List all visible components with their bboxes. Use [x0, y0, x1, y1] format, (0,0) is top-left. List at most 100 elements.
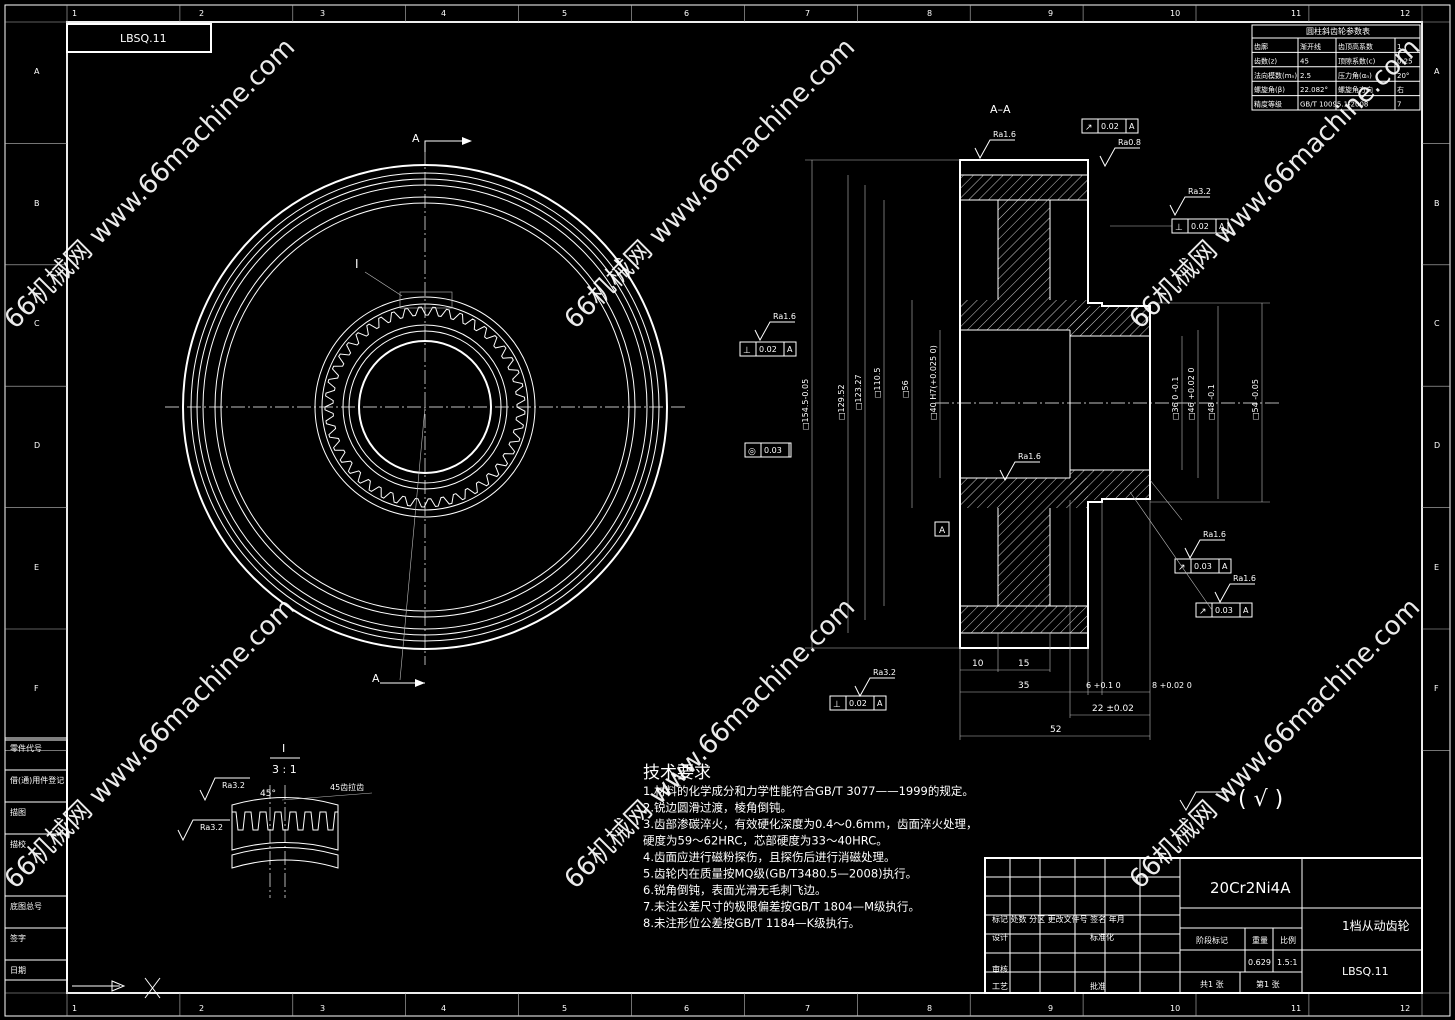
left-strip-label: 借(通)用件登记: [10, 775, 64, 785]
grid-col-bottom: 9: [1048, 1004, 1053, 1013]
grid-row-right: A: [1434, 67, 1440, 76]
drawing-number-title: LBSQ.11: [1342, 965, 1389, 978]
roughness-value: Ra1.6: [1203, 530, 1226, 539]
watermark-text: 66机械网 www.66machine.com: [0, 33, 301, 335]
param-cell: 压力角(αₙ): [1338, 71, 1372, 80]
grid-col-top: 12: [1400, 9, 1410, 18]
dim-15: 15: [1018, 659, 1029, 669]
grid-col-top: 11: [1291, 9, 1301, 18]
vertical-dimension: □54 -0.05: [1251, 379, 1260, 420]
detail-scale: 3 : 1: [272, 763, 297, 776]
param-cell: 22.082°: [1300, 86, 1328, 94]
grid-row-left: D: [34, 441, 40, 450]
grid-col-top: 1: [72, 9, 77, 18]
grid-row-left: A: [34, 67, 40, 76]
design-label: 设计: [992, 932, 1008, 942]
param-cell: 1: [1397, 43, 1401, 51]
param-cell: GB/T 10095.1-2008: [1300, 101, 1368, 109]
detail-note: 45齿拉齿: [330, 782, 364, 792]
detail-view: I 3 : 1 45° 45齿拉齿 Ra3.2 Ra3.2: [177, 742, 373, 898]
grid-col-bottom: 8: [927, 1004, 932, 1013]
tech-requirement-item: 5.齿轮内在质量按MQ级(GB/T3480.5—2008)执行。: [643, 867, 917, 881]
grid-col-bottom: 11: [1291, 1004, 1301, 1013]
dim-52: 52: [1050, 725, 1061, 735]
vertical-dimension: □40 H7(+0.025 0): [929, 345, 938, 420]
tolerance-value: 0.03: [1215, 606, 1233, 615]
param-cell: 法向模数(mₙ): [1254, 71, 1297, 80]
standardize-label: 标准化: [1090, 932, 1114, 942]
overall-roughness: ( √ ): [1179, 787, 1283, 812]
material: 20Cr2Ni4A: [1210, 879, 1291, 897]
tolerance-value: 0.03: [1194, 562, 1212, 571]
dim-22: 22 ±0.02: [1092, 704, 1134, 714]
roughness-value: Ra1.6: [1233, 574, 1256, 583]
grid-row-right: D: [1434, 441, 1440, 450]
left-strip-label: 日期: [10, 966, 26, 975]
dim-6: 6 +0.1 0: [1086, 681, 1121, 690]
grid-col-bottom: 1: [72, 1004, 77, 1013]
grid-row-left: E: [34, 563, 39, 572]
grid-col-top: 10: [1170, 9, 1180, 18]
vertical-dimension: □46 +0.02 0: [1187, 368, 1196, 420]
scale-label: 比例: [1280, 935, 1296, 945]
sheets-total: 共1 张: [1200, 980, 1224, 989]
grid-col-bottom: 12: [1400, 1004, 1410, 1013]
param-cell: 顶隙系数(c): [1338, 56, 1376, 65]
vertical-dimension: □129.52: [837, 384, 846, 420]
grid-col-bottom: 5: [562, 1004, 567, 1013]
tolerance-symbol: ◎: [748, 447, 756, 457]
review-label: 审核: [992, 964, 1008, 974]
detail-angle: 45°: [260, 789, 276, 799]
roughness-value: Ra1.6: [773, 312, 796, 321]
param-cell: 精度等级: [1254, 100, 1282, 109]
vertical-dimension: □36 0 -0.1: [1171, 376, 1180, 420]
stage-mark-label: 阶段标记: [1196, 935, 1228, 945]
tolerance-value: 0.02: [849, 699, 867, 708]
tech-title: 技术要求: [643, 763, 711, 783]
datum-ref: A: [1222, 562, 1228, 571]
tech-requirement-item: 硬度为59～62HRC，芯部硬度为33～40HRC。: [643, 834, 888, 848]
grid-col-bottom: 4: [441, 1004, 446, 1013]
tolerance-symbol: ↗: [1178, 563, 1186, 573]
grid-col-top: 2: [199, 9, 204, 18]
param-cell: 右: [1397, 85, 1404, 94]
cut-label-bottom: A: [372, 672, 380, 685]
left-strip-label: 描校: [10, 839, 26, 849]
vertical-dimension: □110.5: [873, 368, 882, 398]
left-strip-label: 底图总号: [10, 901, 42, 911]
param-cell: 齿廓: [1254, 42, 1268, 51]
sheet-number: 第1 张: [1256, 979, 1280, 989]
roughness-value: Ra1.6: [993, 130, 1016, 139]
orientation-marks: [72, 977, 161, 999]
watermark-text: 66机械网 www.66machine.com: [559, 33, 861, 335]
tolerance-symbol: ⊥: [833, 700, 841, 710]
param-table-title: 圆柱斜齿轮参数表: [1306, 26, 1370, 36]
tolerance-value: 0.02: [1101, 122, 1119, 131]
tech-requirement-item: 1.材料的化学成分和力学性能符合GB/T 3077——1999的规定。: [643, 784, 974, 798]
drawing-number-top: LBSQ.11: [120, 32, 167, 45]
grid-col-top: 9: [1048, 9, 1053, 18]
grid-col-top: 3: [320, 9, 325, 18]
grid-col-bottom: 3: [320, 1004, 325, 1013]
param-cell: 螺旋角方向: [1338, 85, 1373, 94]
mass-value: 0.629: [1248, 958, 1271, 967]
vertical-dimension: □154.5-0.05: [801, 379, 810, 430]
dim-35: 35: [1018, 681, 1029, 691]
param-cell: 45: [1300, 57, 1309, 65]
tolerance-symbol: ↗: [1085, 123, 1093, 133]
tech-requirement-item: 3.齿部渗碳淬火，有效硬化深度为0.4～0.6mm，齿面淬火处理，: [643, 817, 977, 831]
tolerance-symbol: ↗: [1199, 607, 1207, 617]
technical-requirements: 技术要求 1.材料的化学成分和力学性能符合GB/T 3077——1999的规定。…: [643, 763, 977, 930]
grid-col-top: 6: [684, 9, 689, 18]
datum-ref: A: [1129, 122, 1135, 131]
tolerance-value: 0.02: [759, 345, 777, 354]
vertical-dimension: □48 -0.1: [1207, 384, 1216, 420]
grid-row-left: F: [34, 684, 39, 693]
param-cell: 2.5: [1300, 72, 1311, 80]
weight-label: 重量: [1252, 935, 1268, 945]
approve-label: 批准: [1090, 981, 1106, 991]
param-cell: 渐开线: [1300, 42, 1321, 51]
tolerance-value: 0.03: [764, 446, 782, 455]
datum-ref: A: [1243, 606, 1249, 615]
